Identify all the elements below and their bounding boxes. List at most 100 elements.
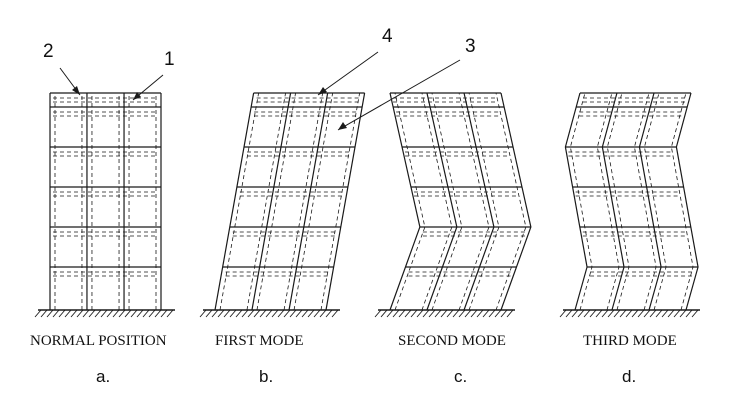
- column-c-1: [426, 92, 458, 311]
- ground-hatch-b: [277, 309, 285, 318]
- ground-hatch-d: [679, 309, 687, 318]
- ground-hatch-d: [673, 309, 681, 318]
- ground-hatch-a: [82, 309, 90, 318]
- column-c-2: [463, 92, 495, 311]
- ground-hatch-c: [440, 309, 448, 318]
- column-rebar-c-0: [394, 92, 426, 311]
- ground-hatch-c: [386, 309, 394, 318]
- ground-hatch-c: [494, 309, 502, 318]
- ground-hatch-b: [253, 309, 261, 318]
- ground-hatch-d: [643, 309, 651, 318]
- ground-hatch-a: [112, 309, 120, 318]
- ground-hatch-a: [46, 309, 54, 318]
- caption-first-mode: FIRST MODE: [215, 333, 304, 349]
- column-rebar-d-1: [606, 92, 630, 311]
- column-c-3: [500, 92, 532, 311]
- label-a: a.: [96, 367, 110, 386]
- ground-hatch-d: [571, 309, 579, 318]
- column-rebar-b-1: [256, 92, 296, 311]
- ground-hatch-b: [265, 309, 273, 318]
- ground-hatch-a: [58, 309, 66, 318]
- ground-hatch-c: [404, 309, 412, 318]
- ground-hatch-a: [154, 309, 162, 318]
- ground-hatch-c: [464, 309, 472, 318]
- column-rebar-b-1: [246, 92, 286, 311]
- caption-normal-position: NORMAL POSITION: [30, 333, 167, 349]
- ground-hatch-c: [482, 309, 490, 318]
- ground-hatch-c: [452, 309, 460, 318]
- ground-hatch-a: [106, 309, 114, 318]
- column-b-0: [214, 92, 255, 311]
- ground-hatch-b: [271, 309, 279, 318]
- ground-hatch-a: [70, 309, 78, 318]
- ground-hatch-c: [500, 309, 508, 318]
- ground-hatch-b: [319, 309, 327, 318]
- ground-hatch-c: [422, 309, 430, 318]
- ground-hatch-b: [331, 309, 339, 318]
- ground-hatch-d: [637, 309, 645, 318]
- ground-hatch-c: [476, 309, 484, 318]
- ground-hatch-b: [295, 309, 303, 318]
- ground-hatch-a: [160, 309, 168, 318]
- callout-4: 4: [382, 26, 393, 47]
- ground-hatch-a: [34, 309, 42, 318]
- column-b-1: [251, 92, 292, 311]
- callout-2: 2: [43, 41, 54, 62]
- leader-1-arrowhead: [133, 92, 141, 100]
- column-rebar-c-2: [458, 92, 490, 311]
- ground-hatch-c: [506, 309, 514, 318]
- ground-hatch-a: [142, 309, 150, 318]
- ground-hatch-d: [619, 309, 627, 318]
- ground-hatch-a: [166, 309, 174, 318]
- ground-hatch-b: [211, 309, 219, 318]
- column-d-2: [638, 92, 662, 311]
- column-b-2: [288, 92, 329, 311]
- label-c: c.: [454, 367, 467, 386]
- ground-hatch-d: [565, 309, 573, 318]
- column-rebar-b-3: [320, 92, 361, 311]
- ground-hatch-d: [559, 309, 567, 318]
- callout-1: 1: [164, 49, 175, 70]
- building-frames: [34, 92, 700, 318]
- ground-hatch-d: [607, 309, 615, 318]
- column-rebar-b-2: [283, 92, 324, 311]
- ground-hatch-c: [392, 309, 400, 318]
- leader-4-arrowhead: [318, 87, 327, 95]
- ground-hatch-b: [289, 309, 297, 318]
- ground-hatch-d: [691, 309, 699, 318]
- ground-hatch-c: [488, 309, 496, 318]
- ground-hatch-d: [583, 309, 591, 318]
- ground-hatch-d: [655, 309, 663, 318]
- ground-hatch-b: [199, 309, 207, 318]
- column-rebar-b-0: [219, 92, 260, 311]
- ground-hatch-a: [148, 309, 156, 318]
- column-rebar-b-2: [293, 92, 334, 311]
- ground-hatch-d: [589, 309, 597, 318]
- ground-hatch-b: [229, 309, 237, 318]
- ground-hatch-b: [223, 309, 231, 318]
- ground-hatch-c: [374, 309, 382, 318]
- leader-2-arrowhead: [72, 86, 80, 95]
- ground-hatch-b: [301, 309, 309, 318]
- column-d-1: [601, 92, 625, 311]
- column-d-0: [564, 92, 588, 311]
- column-rebar-c-2: [468, 92, 500, 311]
- ground-hatch-d: [613, 309, 621, 318]
- ground-hatch-c: [410, 309, 418, 318]
- ground-hatch-c: [398, 309, 406, 318]
- ground-hatch-a: [64, 309, 72, 318]
- ground-hatch-a: [130, 309, 138, 318]
- ground-hatch-a: [94, 309, 102, 318]
- label-b: b.: [259, 367, 273, 386]
- callout-3: 3: [465, 36, 476, 57]
- ground-hatch-b: [241, 309, 249, 318]
- column-d-3: [675, 92, 699, 311]
- leader-4: [317, 51, 379, 96]
- leader-3: [337, 59, 461, 131]
- column-rebar-c-1: [421, 92, 453, 311]
- ground-hatch-d: [625, 309, 633, 318]
- ground-hatch-c: [416, 309, 424, 318]
- ground-hatch-b: [205, 309, 213, 318]
- ground-hatch-d: [601, 309, 609, 318]
